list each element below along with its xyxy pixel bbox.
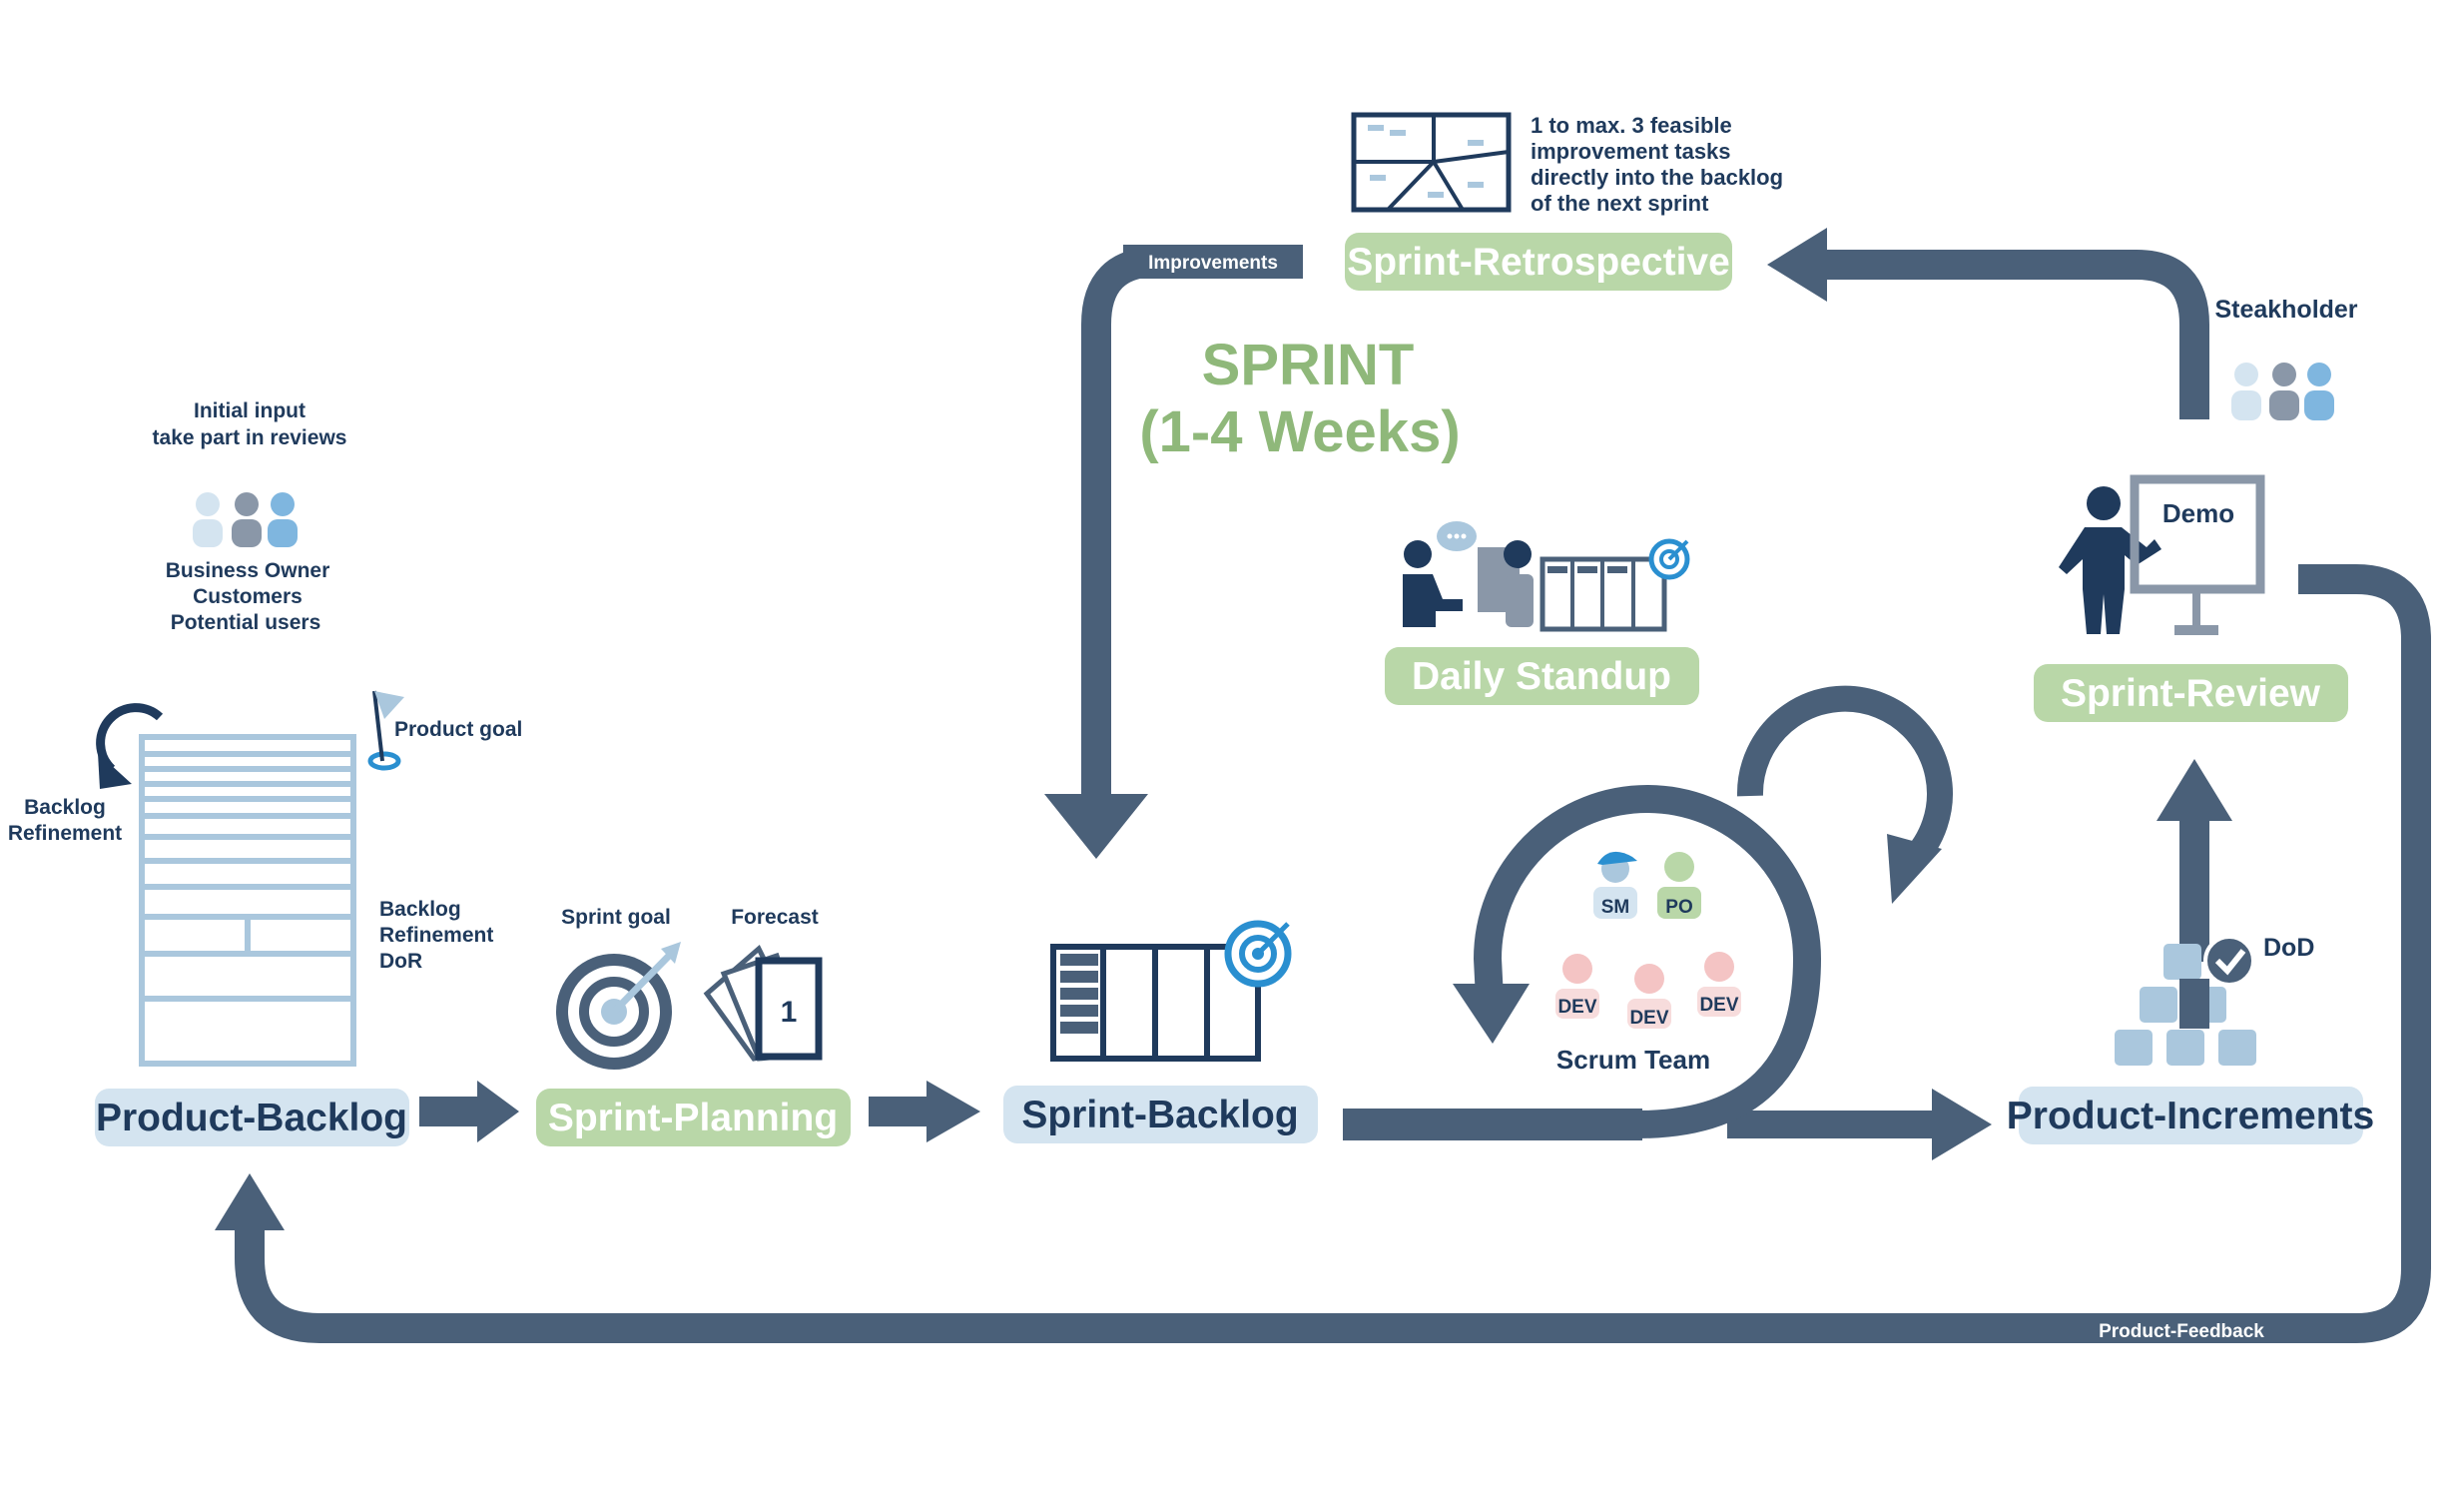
product-feedback-arrowhead <box>215 1173 285 1230</box>
take-part-label: take part in reviews <box>153 426 347 449</box>
standup-board-icon <box>1540 538 1690 632</box>
business-people-icon <box>193 492 298 547</box>
product-goal-label: Product goal <box>394 718 522 741</box>
dor-label-2: Refinement <box>379 924 493 947</box>
daily-cycle-arrow <box>1736 685 1953 871</box>
dod-check-icon <box>2203 935 2255 987</box>
dor-label-1: Backlog <box>379 898 461 921</box>
presenter-icon <box>2059 486 2161 634</box>
forecast-label: Forecast <box>731 906 819 929</box>
scrum-team-label: Scrum Team <box>1556 1045 1710 1075</box>
standup-people-icon <box>1403 521 1534 627</box>
retro-note-line4: of the next sprint <box>1531 191 1709 216</box>
sprint-retrospective-stage[interactable]: Sprint-Retrospective <box>1345 233 1732 291</box>
increment-cubes-icon <box>2115 944 2256 1066</box>
sprint-backlog-label: Sprint-Backlog <box>1021 1094 1298 1136</box>
dev-avatar-1 <box>1555 954 1599 1019</box>
arrow-planning-to-sprint-backlog <box>869 1081 980 1142</box>
customers-label: Customers <box>193 585 303 608</box>
sprint-planning-label: Sprint-Planning <box>548 1097 838 1139</box>
sprint-retrospective-label: Sprint-Retrospective <box>1347 241 1730 284</box>
sprint-planning-stage[interactable]: Sprint-Planning <box>536 1089 851 1146</box>
arrow-review-to-retro <box>1817 250 2209 419</box>
sprint-backlog-target-icon <box>1224 920 1292 988</box>
steakholder-label: Steakholder <box>2214 296 2357 324</box>
backlog-refinement-label-1: Backlog <box>24 796 106 819</box>
retro-note-line3: directly into the backlog <box>1531 165 1783 190</box>
daily-standup-stage[interactable]: Daily Standup <box>1385 647 1699 705</box>
sprint-backlog-board-icon <box>1050 944 1261 1062</box>
sm-avatar <box>1593 851 1637 919</box>
improvements-tag <box>1123 245 1303 279</box>
arrow-improvements-head <box>1044 794 1148 859</box>
demo-label: Demo <box>2162 498 2234 528</box>
arrow-review-to-retro-head <box>1767 228 1827 302</box>
refinement-cycle-head <box>98 753 132 789</box>
dev-avatar-2 <box>1627 964 1671 1029</box>
product-feedback-label: Product-Feedback <box>2099 1321 2264 1342</box>
arrow-backlog-to-planning <box>419 1081 519 1142</box>
product-backlog-stage[interactable]: Product-Backlog <box>95 1089 409 1146</box>
arrow-increments-to-review <box>2156 759 2232 962</box>
sprint-goal-target-icon <box>556 942 681 1070</box>
dev-avatar-3 <box>1697 952 1741 1017</box>
sprint-backlog-stage[interactable]: Sprint-Backlog <box>1003 1086 1318 1143</box>
initial-input-label: Initial input <box>194 399 306 422</box>
po-avatar <box>1657 852 1701 919</box>
forecast-cards-icon <box>703 945 823 1062</box>
dev-label-2: DEV <box>1629 1008 1668 1029</box>
demo-screen-icon <box>2130 474 2265 635</box>
dev-label-3: DEV <box>1699 995 1738 1016</box>
sprint-goal-label: Sprint goal <box>561 906 671 929</box>
product-feedback-arrow <box>235 564 2431 1343</box>
business-owner-label: Business Owner <box>166 559 330 582</box>
scrum-team-cycle-arrow <box>1473 785 1822 1138</box>
dod-label: DoD <box>2263 934 2314 962</box>
sprint-title-line2: (1-4 Weeks) <box>1139 399 1460 464</box>
retro-note-line2: improvement tasks <box>1531 139 1731 164</box>
scrum-team-cycle-arrowhead <box>1453 984 1530 1044</box>
stakeholder-people-icon <box>2231 363 2334 420</box>
sprint-review-stage[interactable]: Sprint-Review <box>2034 664 2348 722</box>
sprint-review-label: Sprint-Review <box>2061 672 2321 715</box>
improvements-label: Improvements <box>1148 253 1278 274</box>
daily-standup-label: Daily Standup <box>1412 655 1671 698</box>
daily-cycle-arrowhead <box>1887 834 1942 904</box>
dev-label-1: DEV <box>1557 997 1596 1018</box>
potential-users-label: Potential users <box>171 611 321 634</box>
po-label: PO <box>1665 897 1692 918</box>
retro-note-line1: 1 to max. 3 feasible <box>1531 113 1732 138</box>
forecast-card-number: 1 <box>781 996 798 1029</box>
backlog-refinement-label-2: Refinement <box>8 822 122 845</box>
product-backlog-list-icon <box>139 734 356 1067</box>
sprint-title-line1: SPRINT <box>1202 333 1415 397</box>
sm-label: SM <box>1601 897 1630 918</box>
product-goal-flag-icon <box>367 690 404 771</box>
refinement-cycle-icon <box>96 703 164 773</box>
product-increments-stage[interactable]: Product-Increments <box>2007 1087 2374 1144</box>
arrow-sprint-backlog-to-increments <box>1343 1089 1992 1160</box>
retrospective-board-icon <box>1351 112 1512 213</box>
product-increments-label: Product-Increments <box>2007 1095 2374 1137</box>
dor-label-3: DoR <box>379 950 422 973</box>
product-backlog-label: Product-Backlog <box>96 1097 407 1139</box>
